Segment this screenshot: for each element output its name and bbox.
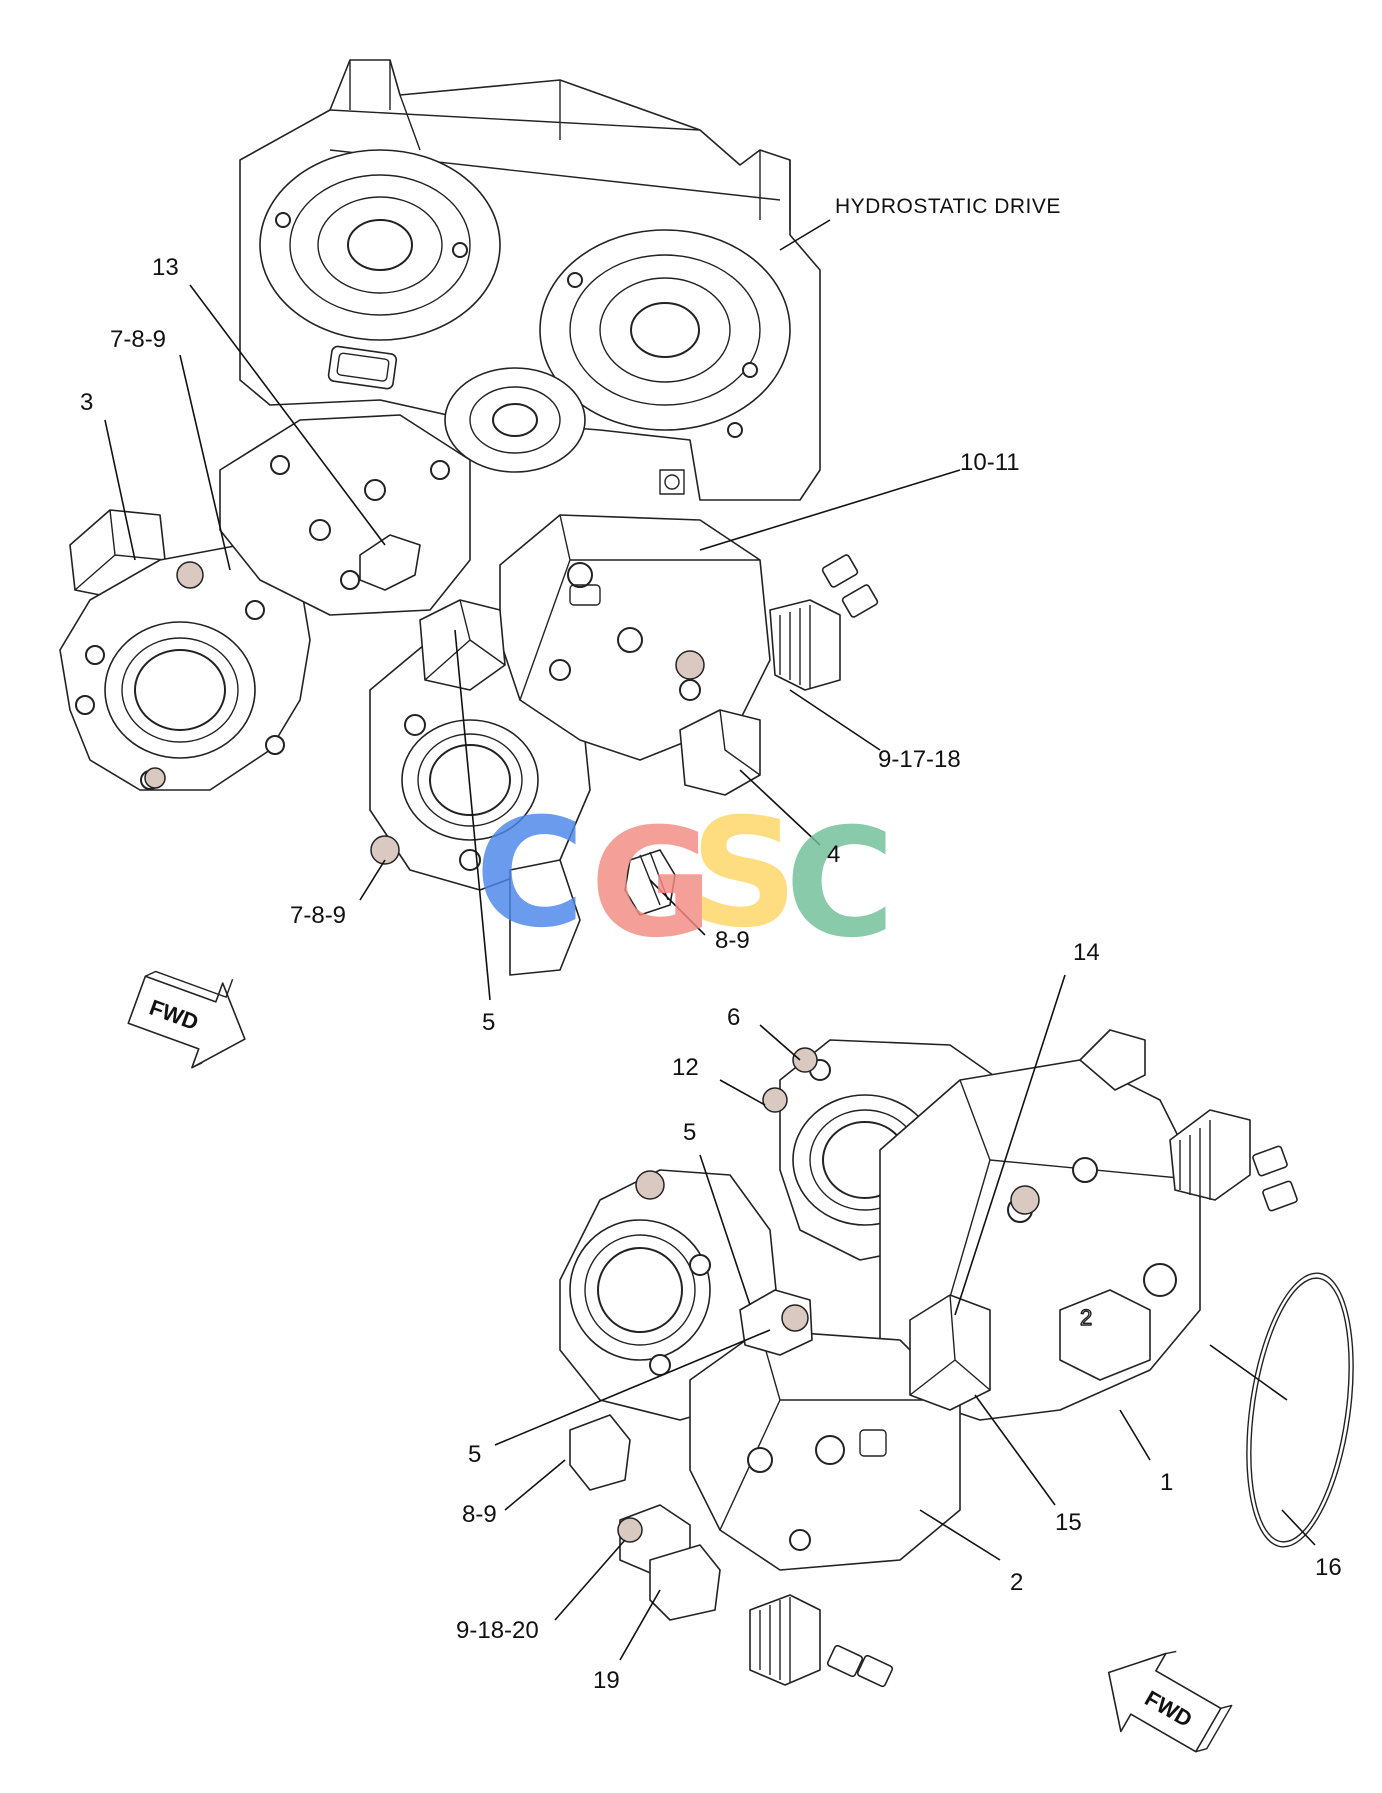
callout-labels: HYDROSTATIC DRIVE 13 7-8-9 3 10-11 9-17-… [80, 195, 1342, 1694]
svg-text:2: 2 [1080, 1305, 1092, 1330]
callout-7-8-9-lower: 7-8-9 [290, 902, 346, 929]
callout-19: 19 [593, 1667, 620, 1694]
fwd-arrow-lower: FWD [1107, 1650, 1233, 1753]
callout-9-18-20: 9-18-20 [456, 1617, 539, 1644]
callout-12: 12 [672, 1054, 699, 1081]
callout-16: 16 [1315, 1554, 1342, 1581]
callout-10-11: 10-11 [960, 449, 1020, 476]
watermark-letter-3: S [690, 787, 798, 961]
callout-9-17-18: 9-17-18 [878, 746, 961, 773]
callout-3: 3 [80, 389, 93, 416]
callout-8-9-upper: 8-9 [715, 927, 750, 954]
hydrostatic-drive-housing [239, 59, 821, 501]
assembly-label: HYDROSTATIC DRIVE [835, 195, 1061, 218]
callout-8-9-lower: 8-9 [462, 1501, 497, 1528]
lower-pump-assembly: 2 [559, 1029, 1354, 1688]
callout-1: 1 [1160, 1469, 1173, 1496]
callout-14: 14 [1073, 939, 1100, 966]
callout-5-upper: 5 [482, 1009, 495, 1036]
callout-2: 2 [1010, 1569, 1023, 1596]
callout-7-8-9-upper: 7-8-9 [110, 326, 166, 353]
callout-4: 4 [827, 841, 840, 868]
leader-lines [104, 219, 1316, 1661]
callout-5-lower: 5 [468, 1441, 481, 1468]
callout-13: 13 [152, 254, 179, 281]
callout-6: 6 [727, 1004, 740, 1031]
callout-5-middle: 5 [683, 1119, 696, 1146]
watermark-letter-2: G [590, 797, 713, 971]
upper-pump-assembly [59, 414, 879, 976]
watermark: C G S C [475, 787, 895, 971]
watermark-letter-4: C [785, 797, 895, 971]
callout-15: 15 [1055, 1509, 1082, 1536]
fwd-arrow-upper: FWD [127, 970, 246, 1069]
watermark-letter-1: C [475, 787, 585, 961]
